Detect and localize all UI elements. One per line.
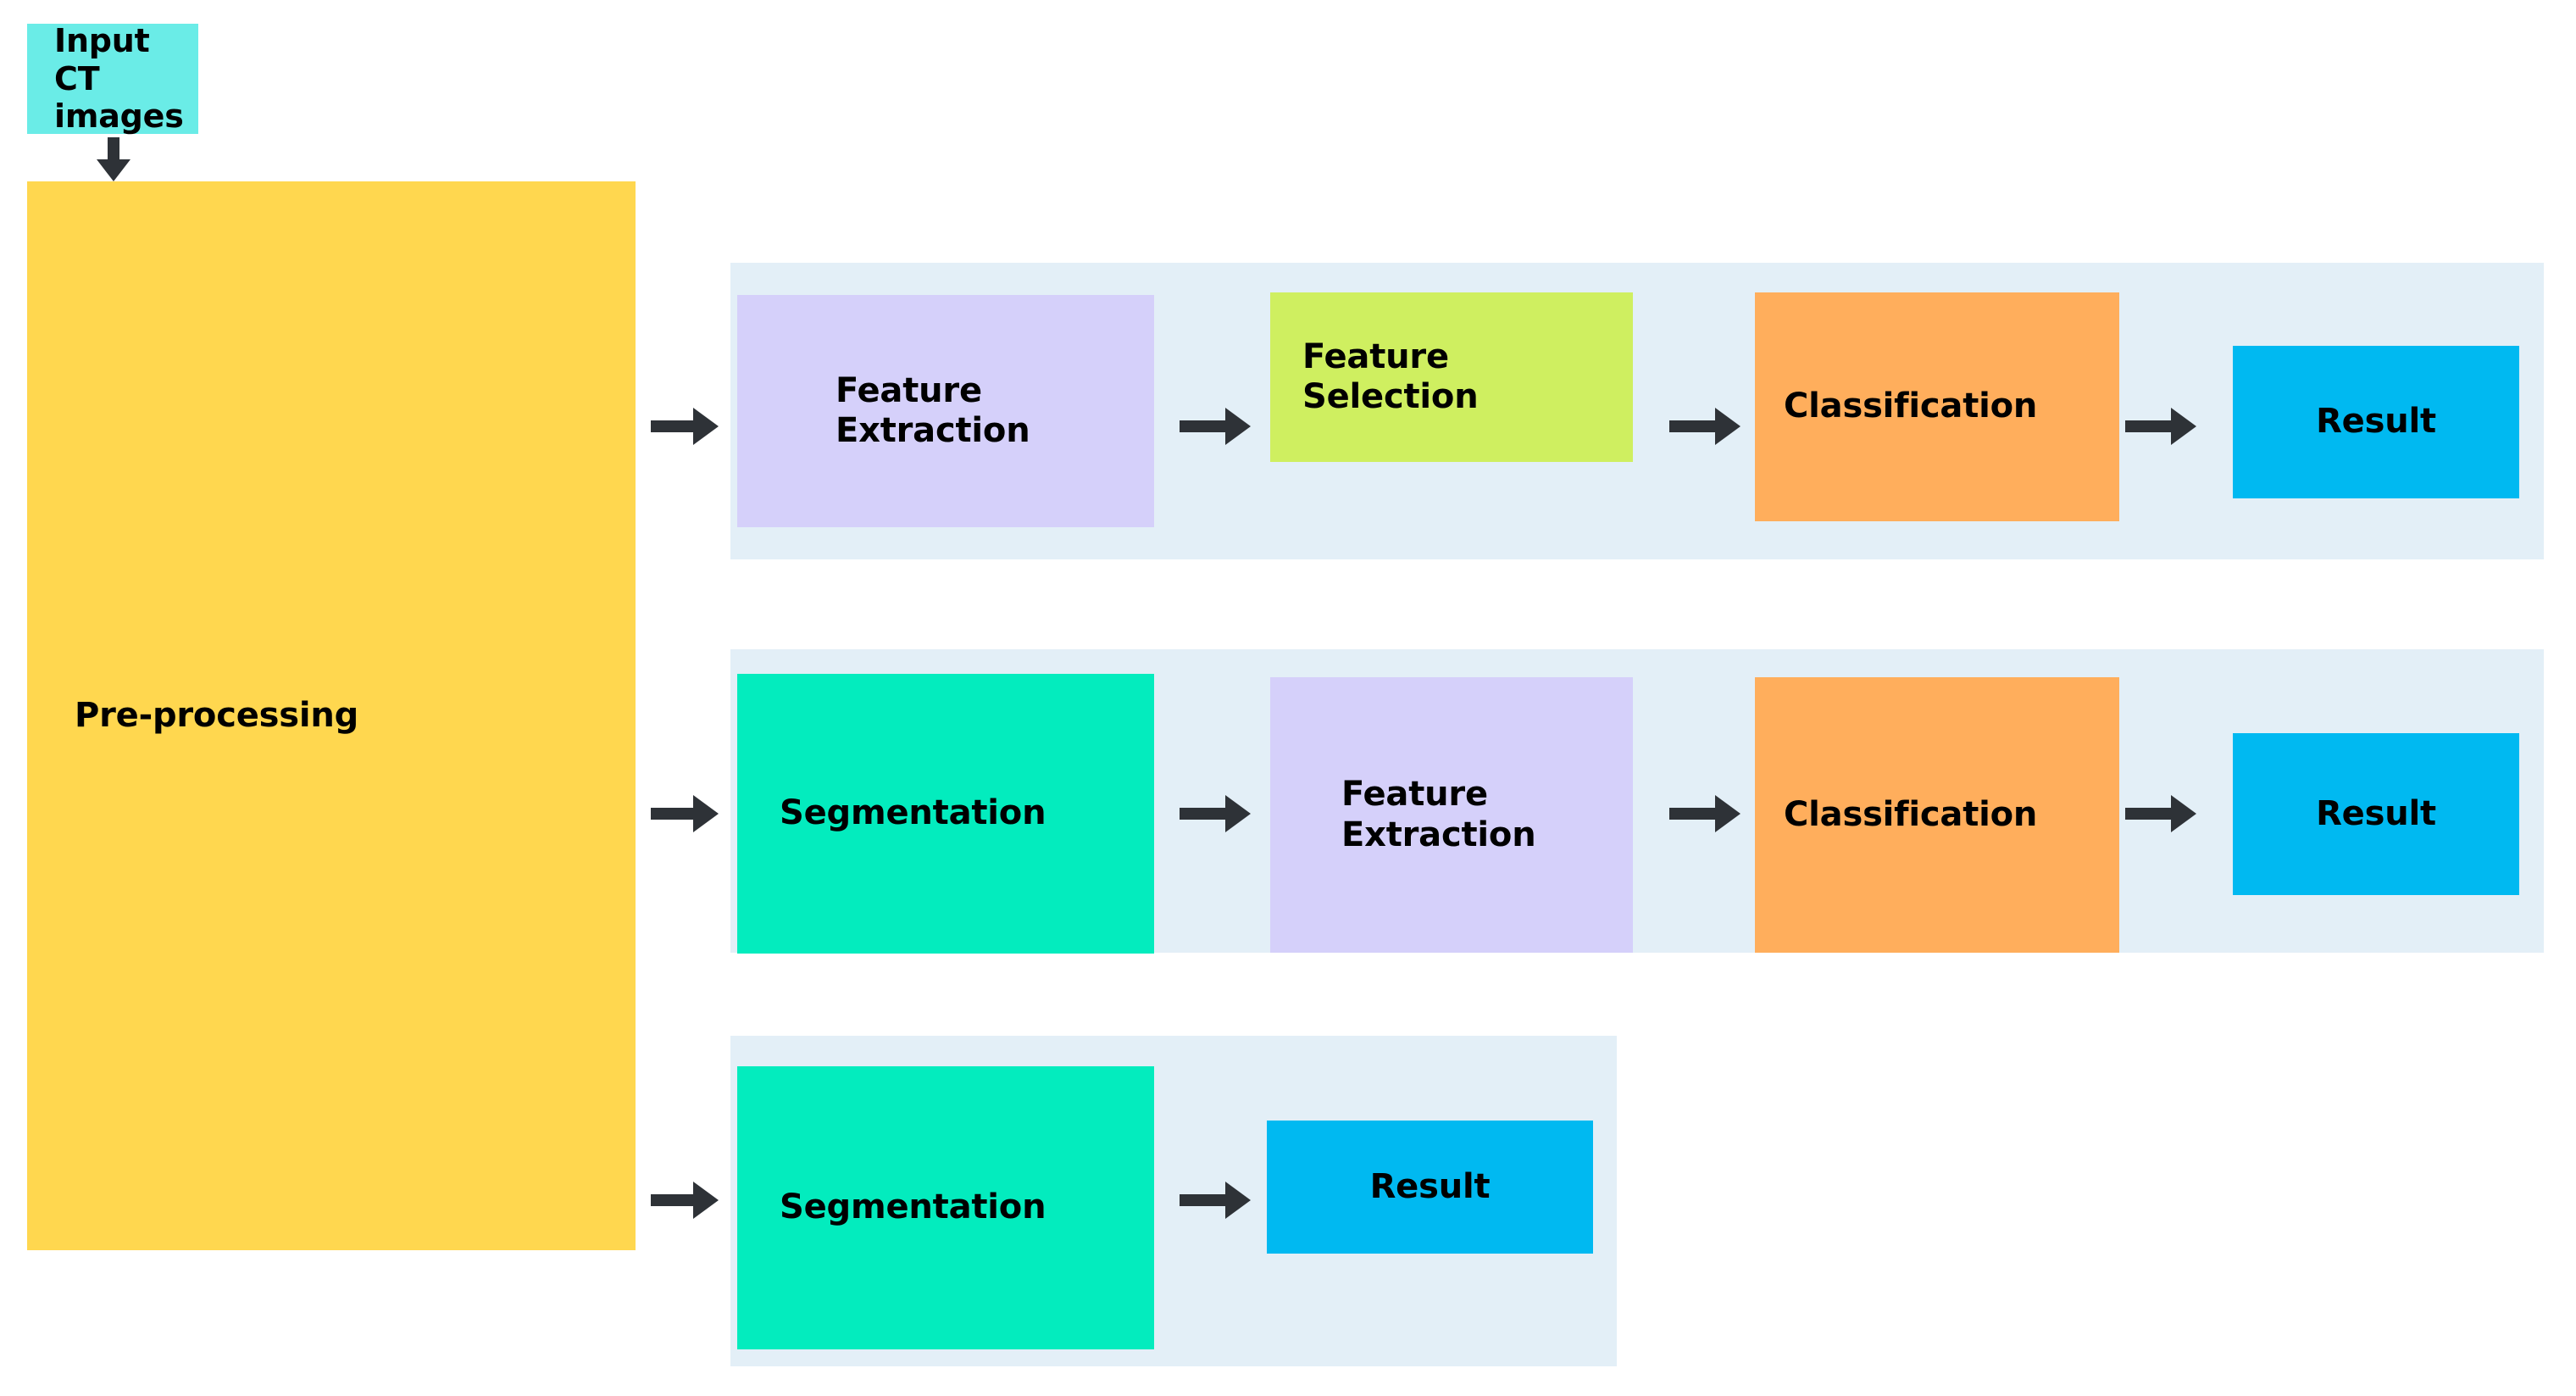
- node-row-2-feature-extraction-label: Feature Extraction: [1341, 775, 1536, 854]
- node-row-3-result-label: Result: [1369, 1166, 1491, 1206]
- arrow-row-1-step-2-to-step-3: [1669, 404, 1740, 448]
- node-row-1-feature-extraction[interactable]: Feature Extraction: [737, 295, 1154, 527]
- arrow-row-2-step-3-to-step-4: [2125, 792, 2196, 836]
- node-row-2-feature-extraction[interactable]: Feature Extraction: [1270, 677, 1633, 953]
- node-row-1-classification-label: Classification: [1784, 387, 2038, 426]
- node-row-3-segmentation-label: Segmentation: [780, 1187, 1046, 1227]
- node-row-2-result-label: Result: [2316, 793, 2436, 833]
- node-row-2-classification[interactable]: Classification: [1755, 677, 2119, 953]
- node-pre-processing-label: Pre-processing: [75, 695, 359, 735]
- node-input-ct-images-label: Input CT images: [54, 21, 184, 136]
- node-row-2-result[interactable]: Result: [2233, 733, 2519, 895]
- node-row-2-classification-label: Classification: [1784, 794, 2038, 834]
- node-row-1-feature-extraction-label: Feature Extraction: [836, 370, 1030, 450]
- arrow-preprocessing-to-row-2: [651, 792, 719, 836]
- arrow-row-3-step-1-to-step-2: [1180, 1178, 1251, 1222]
- arrow-input-to-preprocessing: [90, 137, 137, 181]
- node-row-1-feature-selection[interactable]: Feature Selection: [1270, 292, 1633, 462]
- node-row-2-segmentation-label: Segmentation: [780, 793, 1046, 833]
- arrow-preprocessing-to-row-1: [651, 404, 719, 448]
- node-row-3-result[interactable]: Result: [1267, 1121, 1593, 1254]
- node-pre-processing[interactable]: Pre-processing: [27, 181, 636, 1250]
- node-input-ct-images[interactable]: Input CT images: [27, 21, 198, 136]
- arrow-row-1-step-1-to-step-2: [1180, 404, 1251, 448]
- arrow-row-1-step-3-to-step-4: [2125, 404, 2196, 448]
- node-row-3-segmentation[interactable]: Segmentation: [737, 1066, 1154, 1349]
- node-row-1-classification[interactable]: Classification: [1755, 292, 2119, 521]
- arrow-preprocessing-to-row-3: [651, 1178, 719, 1222]
- node-row-2-segmentation[interactable]: Segmentation: [737, 674, 1154, 954]
- node-row-1-result[interactable]: Result: [2233, 346, 2519, 498]
- node-row-1-result-label: Result: [2316, 402, 2436, 442]
- node-row-1-feature-selection-label: Feature Selection: [1302, 336, 1479, 416]
- arrow-row-2-step-2-to-step-3: [1669, 792, 1740, 836]
- arrow-row-2-step-1-to-step-2: [1180, 792, 1251, 836]
